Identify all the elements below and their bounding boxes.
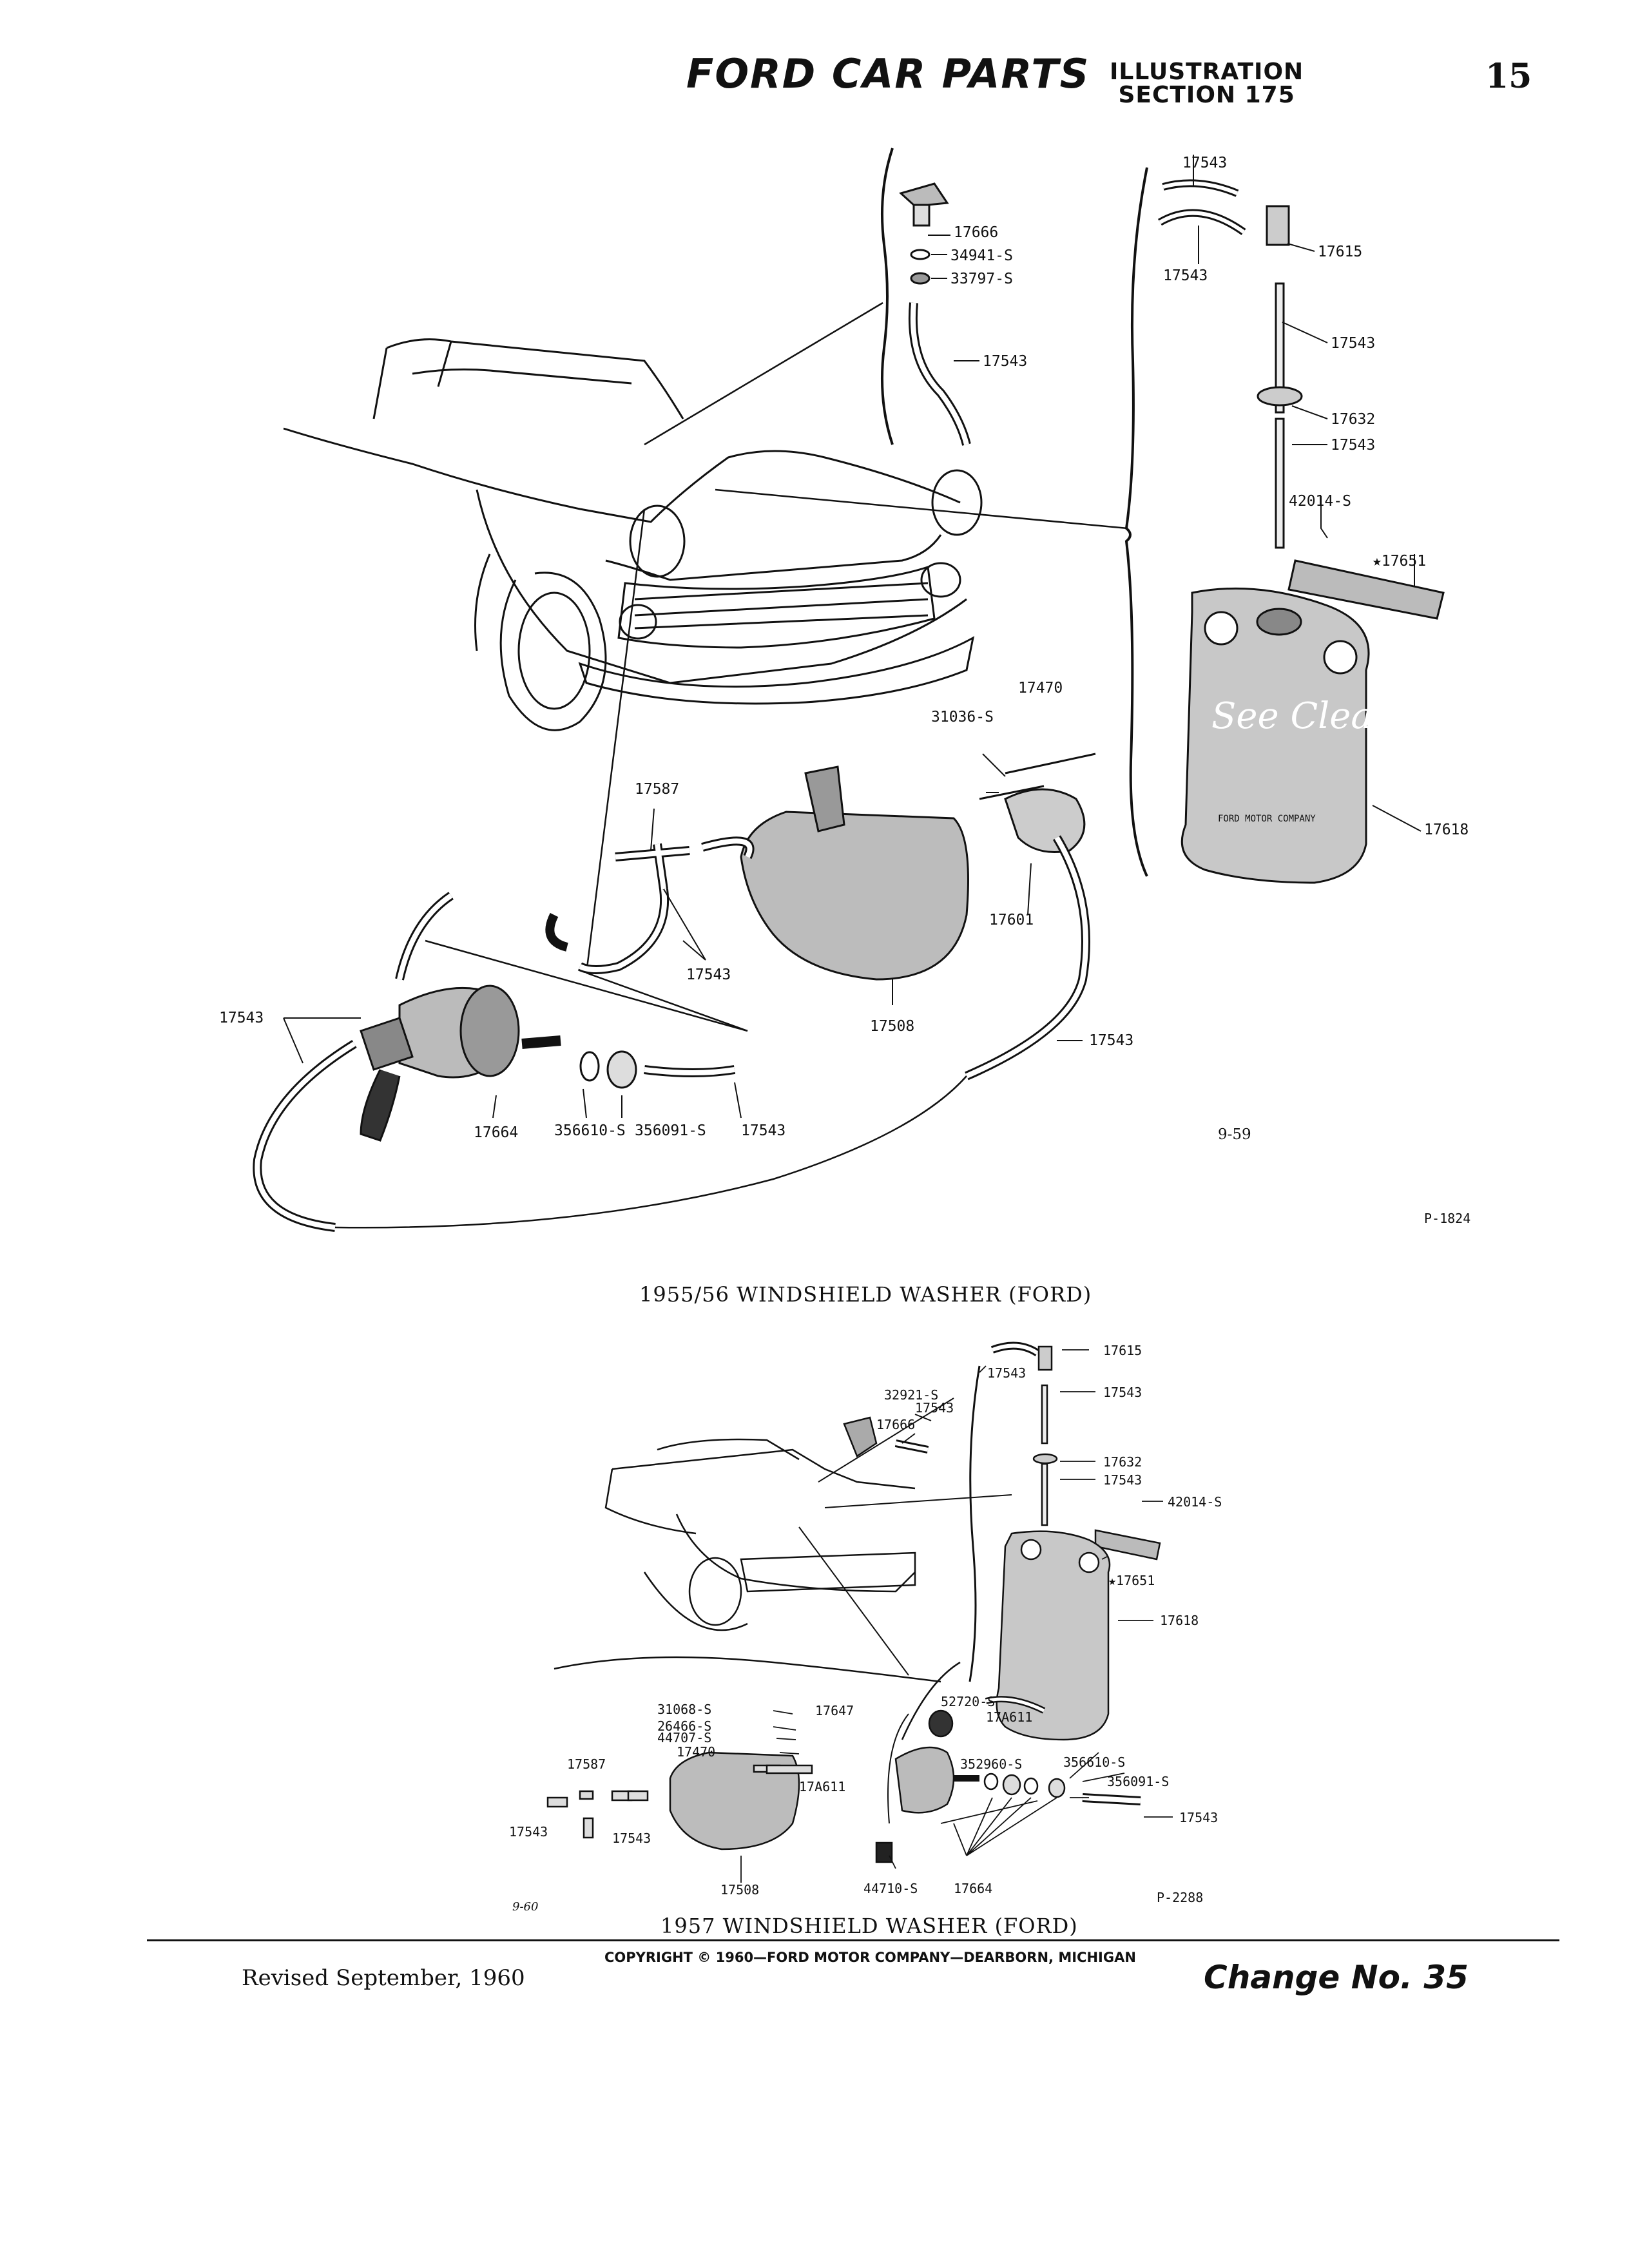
revision-date: Revised September, 1960: [242, 1965, 525, 1991]
label2-17651: ★17651: [1108, 1573, 1155, 1588]
page-number: 15: [1485, 57, 1532, 96]
label2-17647: 17647: [815, 1703, 854, 1718]
figure2-date-code: 9-60: [512, 1900, 538, 1914]
label-17543-pump: 17543: [219, 1010, 264, 1026]
label-17543-right: 17543: [1089, 1032, 1133, 1049]
label-17543-nut: 17543: [741, 1122, 786, 1139]
label-17615: 17615: [1318, 244, 1362, 260]
reservoir-bag-17618: [1181, 587, 1370, 884]
label2-17543-g: 17543: [1179, 1810, 1218, 1825]
label2-17664: 17664: [954, 1881, 992, 1896]
label2-17A611-a: 17A611: [799, 1779, 845, 1794]
figure-1955-56-caption: 1955/56 WINDSHIELD WASHER (FORD): [639, 1282, 1092, 1307]
label2-17543-c: 17543: [1103, 1472, 1142, 1488]
reservoir-brand-text: See Clear: [1211, 695, 1392, 737]
label-17470: 17470: [1018, 680, 1063, 697]
label-34941-s: 34941-S: [950, 247, 1013, 264]
label-17601: 17601: [989, 912, 1034, 928]
pump-17508-1957-part: [669, 1751, 800, 1850]
label-42014-s: 42014-S: [1289, 493, 1351, 510]
catalog-title: FORD CAR PARTS: [686, 50, 1090, 97]
label-17664: 17664: [474, 1124, 518, 1141]
label2-32921-s: 32921-S: [884, 1387, 938, 1403]
label2-352960-s: 352960-S: [960, 1756, 1022, 1772]
label2-17615: 17615: [1103, 1343, 1142, 1358]
change-number: Change No. 35: [1204, 1959, 1469, 1996]
foot-pump-17664-1957-part: [875, 1709, 1141, 1863]
label2-17543-f: 17543: [612, 1831, 651, 1846]
label2-17543-b: 17543: [1103, 1385, 1142, 1400]
label-17587: 17587: [635, 781, 679, 798]
copyright-notice: COPYRIGHT © 1960—FORD MOTOR COMPANY—DEAR…: [604, 1950, 1136, 1965]
label-17543-r3: 17543: [1331, 437, 1375, 454]
label-17543-mid: 17543: [686, 966, 731, 983]
label2-17543-d: 17543: [915, 1400, 954, 1416]
label2-17A611-b: 17A611: [986, 1709, 1032, 1725]
figure-1955-56-diagram: See Clear FORD MOTOR COMPANY 17543 17543…: [219, 148, 1470, 1232]
label2-356091-s: 356091-S: [1107, 1774, 1169, 1789]
label2-42014-s: 42014-S: [1168, 1494, 1222, 1510]
label2-31068-s: 31068-S: [657, 1702, 711, 1717]
section-number: SECTION 175: [1118, 82, 1295, 108]
label2-17543-e: 17543: [509, 1824, 548, 1840]
reservoir-bag-1957: [996, 1530, 1111, 1741]
pump-17508-part: [740, 753, 1096, 981]
label-17508: 17508: [870, 1018, 914, 1035]
figure1-plate-code: P-1824: [1424, 1211, 1470, 1226]
label2-17666: 17666: [876, 1417, 915, 1432]
label-17632: 17632: [1331, 411, 1375, 428]
label-17618: 17618: [1424, 822, 1469, 838]
label2-17618: 17618: [1160, 1613, 1199, 1628]
figure1-date-code: 9-59: [1218, 1126, 1251, 1143]
label-356610-s: 356610-S: [554, 1122, 626, 1139]
label-31036-s: 31036-S: [931, 709, 994, 726]
label2-44707-s: 44707-S: [657, 1730, 711, 1745]
foot-pump-17664-part: [360, 985, 736, 1142]
car-1957-illustration: [554, 1438, 961, 1740]
reservoir-maker-text: FORD MOTOR COMPANY: [1218, 814, 1316, 824]
label2-17587: 17587: [567, 1756, 606, 1772]
label2-17508: 17508: [720, 1882, 759, 1898]
label-17543-r2: 17543: [1331, 335, 1375, 352]
label-356091-s: 356091-S: [635, 1122, 706, 1139]
label-17543-top: 17543: [1182, 155, 1227, 171]
nozzle-17666-part: [899, 182, 971, 446]
label2-52720-s: 52720-S: [941, 1694, 995, 1709]
label-17543-nozzle: 17543: [983, 353, 1027, 370]
illustration-section: ILLUSTRATION SECTION 175: [1110, 61, 1304, 107]
label2-356610-s: 356610-S: [1063, 1754, 1125, 1770]
figure-1957-diagram: 17615 17543 17543 17632 17543 42014-S ★1…: [509, 1341, 1222, 1914]
label2-26466-s: 26466-S: [657, 1718, 711, 1734]
illustration-label: ILLUSTRATION: [1110, 59, 1304, 85]
label2-17543-a: 17543: [987, 1365, 1026, 1381]
figure-1957-caption: 1957 WINDSHIELD WASHER (FORD): [660, 1914, 1078, 1938]
label-17651: ★17651: [1373, 553, 1426, 570]
footer-rule: [147, 1939, 1559, 1941]
label2-44710-s: 44710-S: [863, 1881, 918, 1896]
label-17666: 17666: [954, 224, 998, 241]
label2-17632: 17632: [1103, 1454, 1142, 1470]
car-1955-illustration: [283, 338, 983, 731]
label-17543-left: 17543: [1163, 267, 1208, 284]
label2-17470: 17470: [677, 1744, 715, 1760]
figure2-plate-code: P-2288: [1157, 1890, 1203, 1905]
label-33797-s: 33797-S: [950, 271, 1013, 287]
